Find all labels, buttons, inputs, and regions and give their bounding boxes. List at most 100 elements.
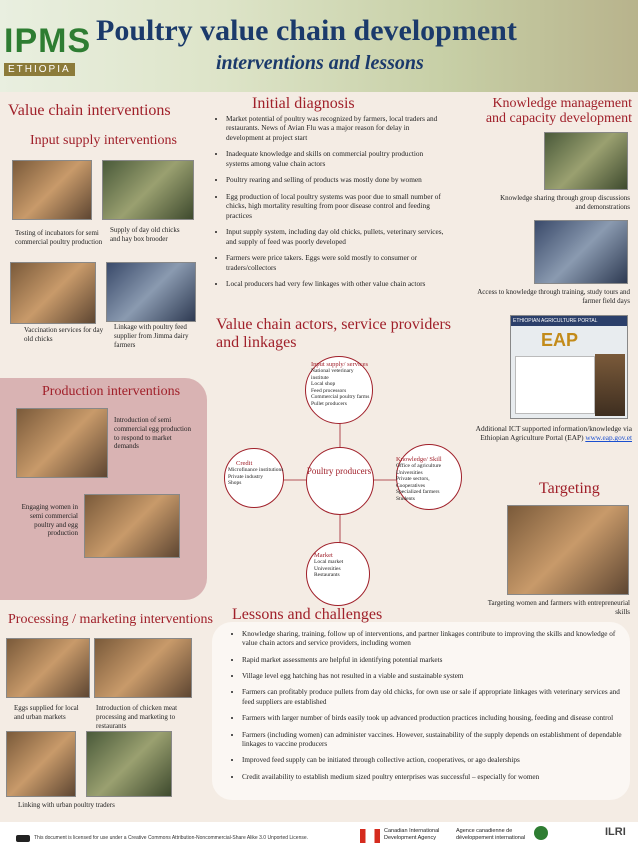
women-poultry-photo xyxy=(84,494,180,558)
market-entry: Universities xyxy=(314,565,341,572)
input-supply-entry: National veterinary institute xyxy=(311,368,354,381)
credit-title: Credit xyxy=(236,460,253,467)
market-circle xyxy=(306,542,370,606)
targeting-caption: Targeting women and farmers with entrepr… xyxy=(487,599,630,616)
lesson-item: Farmers can profitably produce pullets f… xyxy=(242,688,622,707)
diagnosis-item: Farmers were price takers. Eggs were sol… xyxy=(226,253,444,272)
women-poultry-caption: Engaging women in semi commercial poultr… xyxy=(21,503,78,538)
producers-label: Poultry producers xyxy=(306,466,372,476)
knowledge-entry: Office of agriculture xyxy=(396,463,442,469)
diagnosis-item: Egg production of local poultry systems … xyxy=(226,192,444,220)
credit-circle xyxy=(224,448,284,508)
eap-link[interactable]: www.eap.gov.et xyxy=(585,433,632,443)
lessons-list: Knowledge sharing, training, follow up o… xyxy=(230,630,622,789)
market-entry: Restaurants xyxy=(314,572,340,579)
lesson-item: Knowledge sharing, training, follow up o… xyxy=(242,630,622,649)
knowledge-circle xyxy=(396,444,462,510)
input-supply-heading: Input supply interventions xyxy=(30,133,177,148)
egg-production-caption: Introduction of semi commercial egg prod… xyxy=(114,416,191,451)
eap-portal-person xyxy=(595,354,625,416)
eap-caption-text: Additional ICT supported information/kno… xyxy=(475,424,632,443)
feed-caption: Linkage with poultry feed supplier from … xyxy=(114,323,189,349)
lesson-item: Credit availability to establish medium … xyxy=(242,773,622,782)
lessons-panel xyxy=(212,622,630,800)
lesson-item: Rapid market assessments are helpful in … xyxy=(242,656,622,665)
targeting-heading: Targeting xyxy=(539,480,600,497)
feed-photo xyxy=(106,262,196,322)
input-supply-entry: Pullet producers xyxy=(311,400,347,407)
input-supply-circle xyxy=(305,356,373,424)
input-supply-entry: Local shop xyxy=(311,381,336,388)
knowledge-entry: Cooperatives xyxy=(396,482,426,489)
input-supply-node: Input supply/ services National veterina… xyxy=(311,361,371,408)
diagnosis-heading: Initial diagnosis xyxy=(252,95,355,112)
training-caption: Access to knowledge through training, st… xyxy=(477,288,630,305)
cida-english: Canadian International Development Agenc… xyxy=(384,828,440,841)
market-entry: Local market xyxy=(314,559,344,565)
diagnosis-item: Poultry rearing and selling of products … xyxy=(226,175,444,184)
diagnosis-list: Market potential of poultry was recogniz… xyxy=(214,114,444,296)
eggs-market-caption: Eggs supplied for local and urban market… xyxy=(14,704,79,721)
lesson-item: Village level egg hatching has not resul… xyxy=(242,672,622,681)
market-node: Market Local market Universities Restaur… xyxy=(314,552,368,579)
eap-portal-bar: ETHIOPIAN AGRICULTURE PORTAL xyxy=(511,316,627,326)
incubator-caption: Testing of incubators for semi commercia… xyxy=(15,229,103,246)
input-supply-title: Input supply/ services xyxy=(311,361,369,368)
credit-entry: Microfinance institutions xyxy=(228,467,284,473)
eap-logo: EAP xyxy=(541,330,579,350)
credit-entry: Shops xyxy=(228,480,242,487)
processing-heading: Processing / marketing interventions xyxy=(8,612,213,627)
canada-flag-icon xyxy=(360,829,380,843)
knowledge-entry: Students xyxy=(396,495,415,502)
knowledge-entry: Specialized farmers xyxy=(396,489,440,496)
traders-photo-1 xyxy=(6,731,76,797)
vaccination-caption: Vaccination services for day old chicks xyxy=(24,326,104,343)
poster-subtitle: interventions and lessons xyxy=(216,52,424,74)
value-chain-heading: Value chain interventions xyxy=(8,102,171,119)
footer xyxy=(0,822,638,851)
license-text: This document is licensed for use under … xyxy=(34,835,309,841)
input-supply-entry: Commercial poultry farms xyxy=(311,394,370,401)
cida-french: Agence canadienne de développement inter… xyxy=(456,828,526,841)
knowledge-management-heading: Knowledge management and capacity develo… xyxy=(485,96,632,127)
credit-node: Credit Microfinance institutions Private… xyxy=(228,460,284,487)
knowledge-entry: Private sectors, xyxy=(396,476,430,483)
credit-entry: Private industry xyxy=(228,473,263,480)
diagnosis-item: Input supply system, including day old c… xyxy=(226,227,444,246)
incubator-photo xyxy=(12,160,92,220)
diagnosis-item: Local producers had very few linkages wi… xyxy=(226,279,444,288)
market-title: Market xyxy=(314,552,333,559)
traders-caption: Linking with urban poultry traders xyxy=(18,801,115,809)
knowledge-node: Knowledge/ Skill Office of agriculture U… xyxy=(396,456,460,503)
lessons-heading: Lessons and challenges xyxy=(232,606,383,623)
eggs-market-photo xyxy=(6,638,90,698)
actors-connectors xyxy=(278,422,396,547)
poster-title: Poultry value chain development xyxy=(96,14,517,47)
eap-caption: Additional ICT supported information/kno… xyxy=(474,424,632,442)
diagnosis-item: Inadequate knowledge and skills on comme… xyxy=(226,149,444,168)
chicken-meat-photo xyxy=(94,638,192,698)
chicks-caption: Supply of day old chicks and hay box bro… xyxy=(110,226,180,243)
chicken-meat-caption: Introduction of chicken meat processing … xyxy=(96,704,178,730)
producers-circle xyxy=(306,447,374,515)
moa-seal-icon xyxy=(534,826,548,840)
eap-portal-screenshot: ETHIOPIAN AGRICULTURE PORTAL EAP xyxy=(510,315,628,419)
input-supply-entry: Feed processors xyxy=(311,387,347,394)
diagnosis-item: Market potential of poultry was recogniz… xyxy=(226,114,444,142)
eap-portal-window xyxy=(515,356,595,414)
actors-heading: Value chain actors, service providers an… xyxy=(216,316,452,352)
knowledge-entry: Universities xyxy=(396,469,423,476)
traders-photo-2 xyxy=(86,731,172,797)
production-heading: Production interventions xyxy=(42,384,181,399)
ipms-logo-sub: ETHIOPIA xyxy=(4,63,75,76)
targeting-photo xyxy=(507,505,629,595)
knowledge-title: Knowledge/ Skill xyxy=(396,456,442,463)
vaccination-photo xyxy=(10,262,96,324)
ipms-logo: IPMS xyxy=(4,22,92,60)
egg-production-photo xyxy=(16,408,108,478)
group-discussion-caption: Knowledge sharing through group discussi… xyxy=(500,194,630,211)
lesson-item: Farmers with larger number of birds easi… xyxy=(242,714,622,723)
training-photo xyxy=(534,220,628,284)
cc-license-icon xyxy=(16,835,30,842)
chicks-photo xyxy=(102,160,194,220)
